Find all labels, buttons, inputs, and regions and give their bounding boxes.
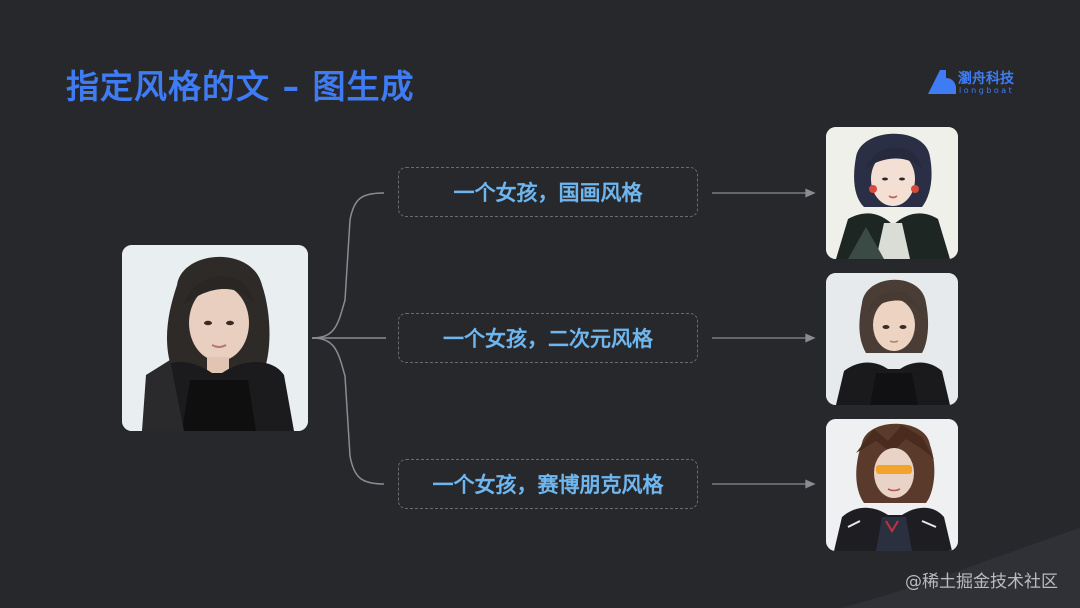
slide-title: 指定风格的文 – 图生成 (66, 67, 415, 106)
result-cyberpunk-portrait (826, 419, 958, 551)
prompt-box-chinese-painting: 一个女孩，国画风格 (398, 167, 698, 217)
prompt-box-anime: 一个女孩，二次元风格 (398, 313, 698, 363)
logo-mark-icon (928, 70, 956, 94)
branch-line-top (311, 192, 385, 339)
arrow-head-3 (805, 479, 816, 489)
source-portrait-photo (122, 245, 308, 431)
watermark-text: @稀土掘金技术社区 (905, 572, 1058, 592)
prompt-box-cyberpunk: 一个女孩，赛博朋克风格 (398, 459, 698, 509)
corner-decoration (840, 528, 1080, 608)
arrow-head-2 (805, 333, 816, 343)
company-logo: 瀏舟科技 longboat (926, 66, 1036, 100)
logo-name: 瀏舟科技 (958, 71, 1014, 87)
branch-line-bottom (311, 337, 385, 485)
result-anime-portrait (826, 273, 958, 405)
arrow-head-1 (805, 188, 816, 198)
logo-subtitle: longboat (959, 86, 1015, 95)
result-chinese-painting-portrait (826, 127, 958, 259)
